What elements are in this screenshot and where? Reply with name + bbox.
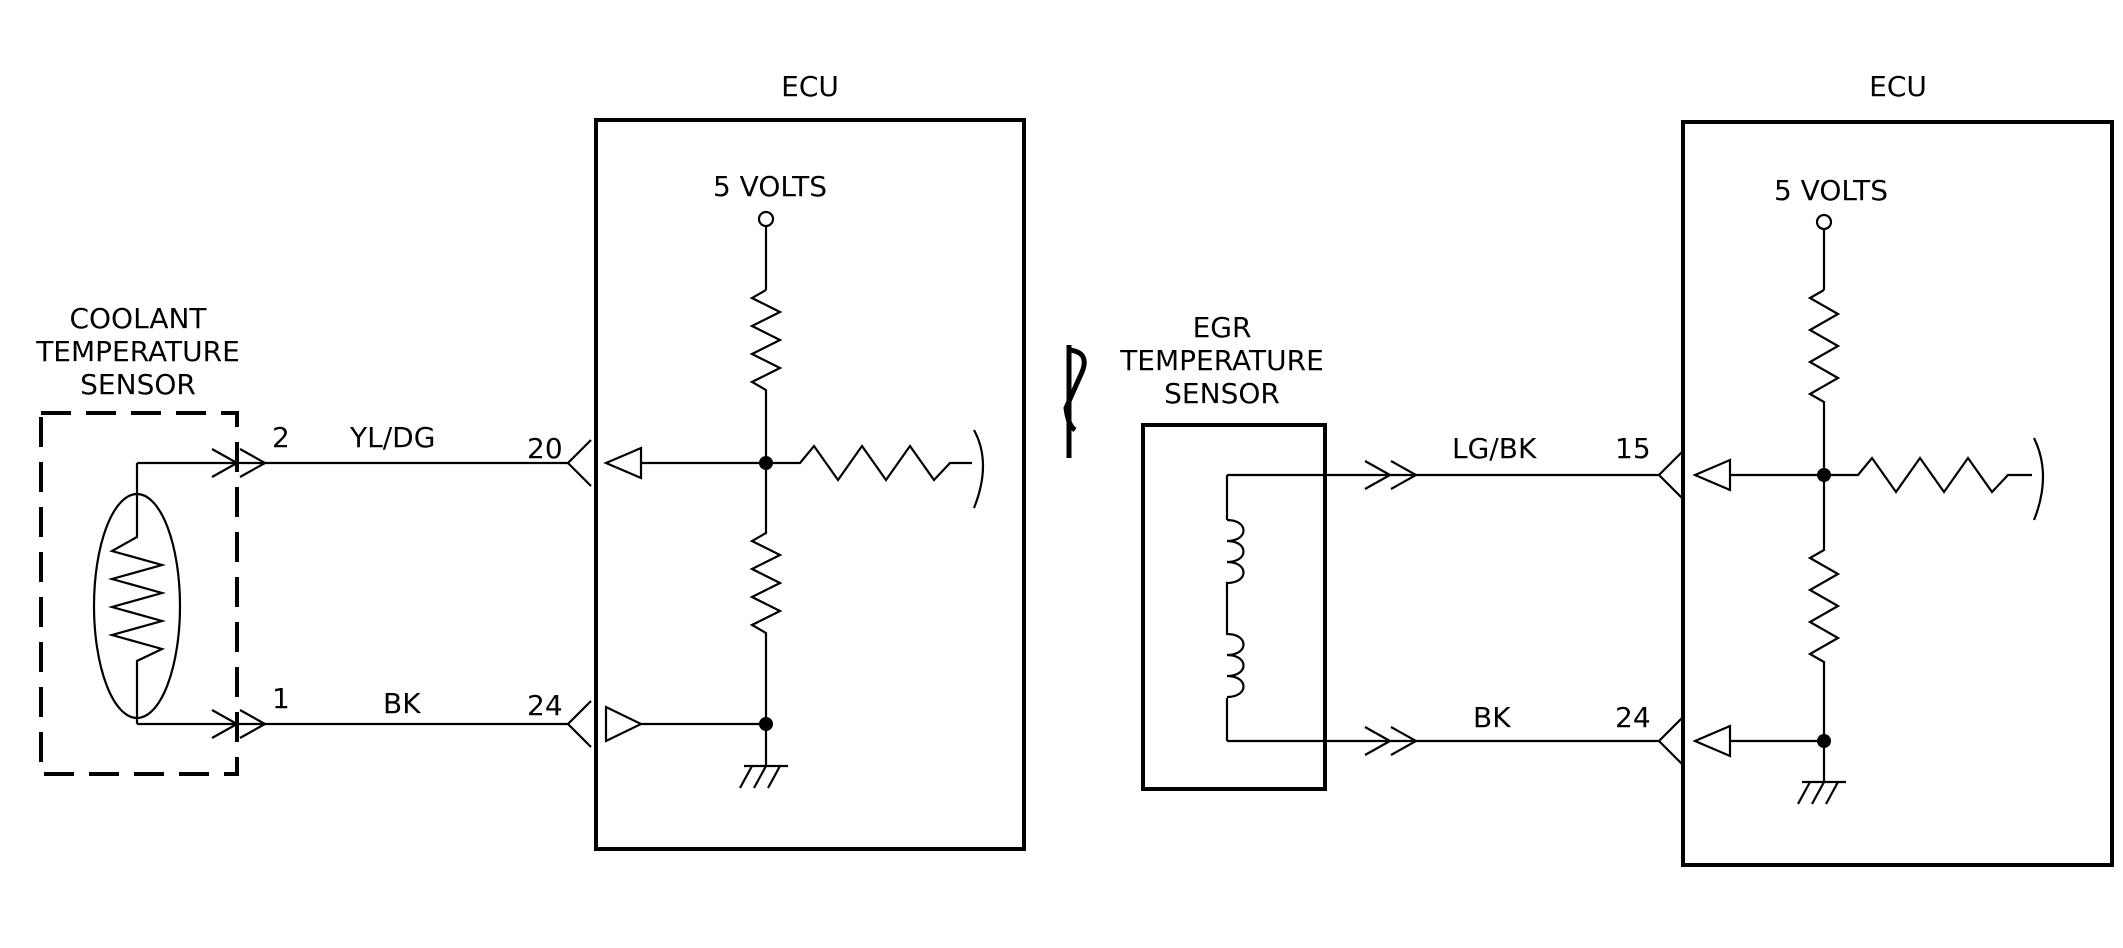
coolant-sensor-housing xyxy=(39,411,239,776)
wire-color-yl-dg: YL/DG xyxy=(349,421,435,454)
ecu-input-chevron xyxy=(1657,717,1683,765)
egr-sensor-title-line-3: SENSOR xyxy=(1164,377,1280,410)
sensor-pin-2: 2 xyxy=(272,421,290,454)
left-circuit: COOLANT TEMPERATURE SENSOR 2 YL/DG 20 1 … xyxy=(35,70,1026,851)
egr-sensor-title-line-2: TEMPERATURE xyxy=(1119,344,1324,377)
ecu-box xyxy=(1681,120,2114,867)
ecu-label: ECU xyxy=(781,70,839,103)
internal-circuit-bracket xyxy=(2032,437,2045,521)
internal-resistor xyxy=(766,444,972,482)
egr-sensor-title-line-1: EGR xyxy=(1193,311,1252,344)
ecu-input-chevron xyxy=(566,439,592,487)
separator-mark xyxy=(1063,345,1087,458)
supply-terminal xyxy=(1815,213,1833,231)
ecu-pin-20: 20 xyxy=(527,432,563,465)
pullup-resistor xyxy=(1807,289,1841,475)
ecu-pin-24: 24 xyxy=(527,689,563,722)
supply-5-volts-label: 5 VOLTS xyxy=(713,170,827,203)
ground-icon xyxy=(739,765,781,789)
wire-color-bk: BK xyxy=(1473,701,1511,734)
right-circuit: EGR TEMPERATURE SENSOR LG/BK 15 BK 24 EC… xyxy=(1119,70,2114,867)
ground-buffer-triangle xyxy=(604,705,644,743)
ecu-pin-15: 15 xyxy=(1615,432,1651,465)
egr-sensor-housing xyxy=(1141,423,1327,791)
input-buffer-triangle xyxy=(1692,458,1732,492)
egr-coil xyxy=(1225,518,1245,699)
pullup-resistor xyxy=(749,289,783,463)
thermistor-resistor xyxy=(107,463,167,724)
internal-circuit-bracket xyxy=(972,429,985,509)
ecu-input-chevron xyxy=(1657,451,1683,499)
ecu-label: ECU xyxy=(1869,70,1927,103)
sensor-pin-1: 1 xyxy=(272,682,290,715)
connector-chevron xyxy=(211,709,240,739)
coolant-sensor-title-line-3: SENSOR xyxy=(80,368,196,401)
internal-resistor xyxy=(1824,456,2032,494)
supply-terminal xyxy=(757,210,775,228)
lower-resistor xyxy=(1807,475,1841,741)
connector-chevron xyxy=(1364,726,1393,756)
supply-5-volts-label: 5 VOLTS xyxy=(1774,174,1888,207)
connector-chevron xyxy=(1364,460,1393,490)
lower-resistor xyxy=(749,463,783,724)
ecu-box xyxy=(594,118,1026,851)
connector-chevron xyxy=(211,448,240,478)
wire-color-bk: BK xyxy=(383,687,421,720)
ground-icon xyxy=(1797,781,1839,805)
ecu-input-chevron xyxy=(566,700,592,748)
ecu-pin-24: 24 xyxy=(1615,701,1651,734)
coolant-sensor-title-line-2: TEMPERATURE xyxy=(35,335,240,368)
input-buffer-triangle xyxy=(1692,724,1732,758)
wire-color-lg-bk: LG/BK xyxy=(1452,432,1537,465)
input-buffer-triangle xyxy=(603,446,643,480)
coolant-sensor-title-line-1: COOLANT xyxy=(69,302,207,335)
